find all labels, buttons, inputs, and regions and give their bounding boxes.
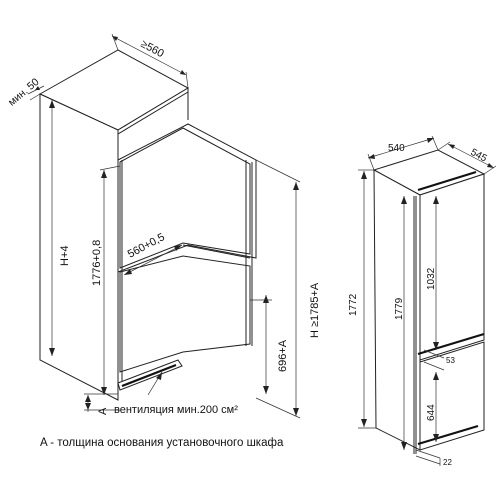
fridge-doors [117, 123, 257, 385]
appliance-depth-label: 545 [469, 147, 489, 165]
total-height-label: H ≥1785+A [309, 282, 321, 338]
ventilation-label: вентиляция мин.200 см² [114, 404, 238, 416]
lower-section-label: 644 [426, 404, 437, 421]
plinth-vent [117, 359, 183, 391]
dim-appliance-height: 1772 [348, 169, 376, 429]
niche-height-label: H+4 [59, 246, 71, 267]
dim-upper-section: 1032 [426, 196, 439, 350]
dim-niche-height: H+4 [49, 100, 71, 356]
appliance-height-label: 1772 [348, 293, 359, 316]
cabinet-niche [38, 49, 190, 401]
width-label: 540 [388, 143, 405, 154]
dim-base: A [84, 393, 120, 415]
dim-gap: 53 [423, 349, 455, 371]
min-gap-label: мин. 50 [6, 76, 42, 109]
dim-door-total: 1779 [394, 196, 407, 450]
bottom-gap-label: 22 [443, 458, 452, 467]
door-total-label: 1779 [394, 297, 405, 320]
dim-lower-height: 696+A [250, 295, 289, 394]
ventilation-callout: вентиляция мин.200 см² [114, 371, 238, 416]
base-label: A [97, 407, 109, 415]
door-height-label: 1776+0,8 [91, 240, 103, 286]
lower-height-label: 696+A [277, 339, 289, 372]
dim-appliance-width: 540 [367, 135, 439, 171]
dim-min-gap: мин. 50 [6, 76, 45, 109]
upper-section-label: 1032 [426, 267, 437, 290]
dim-lower-section: 644 [426, 372, 439, 442]
dim-total-height: H ≥1785+A [255, 159, 321, 419]
gap-label: 53 [446, 356, 455, 365]
caption: A - толщина основания установочного шкаф… [40, 437, 284, 449]
dim-door-height: 1776+0,8 [91, 165, 121, 395]
dim-bottom-gap: 22 [415, 449, 452, 467]
